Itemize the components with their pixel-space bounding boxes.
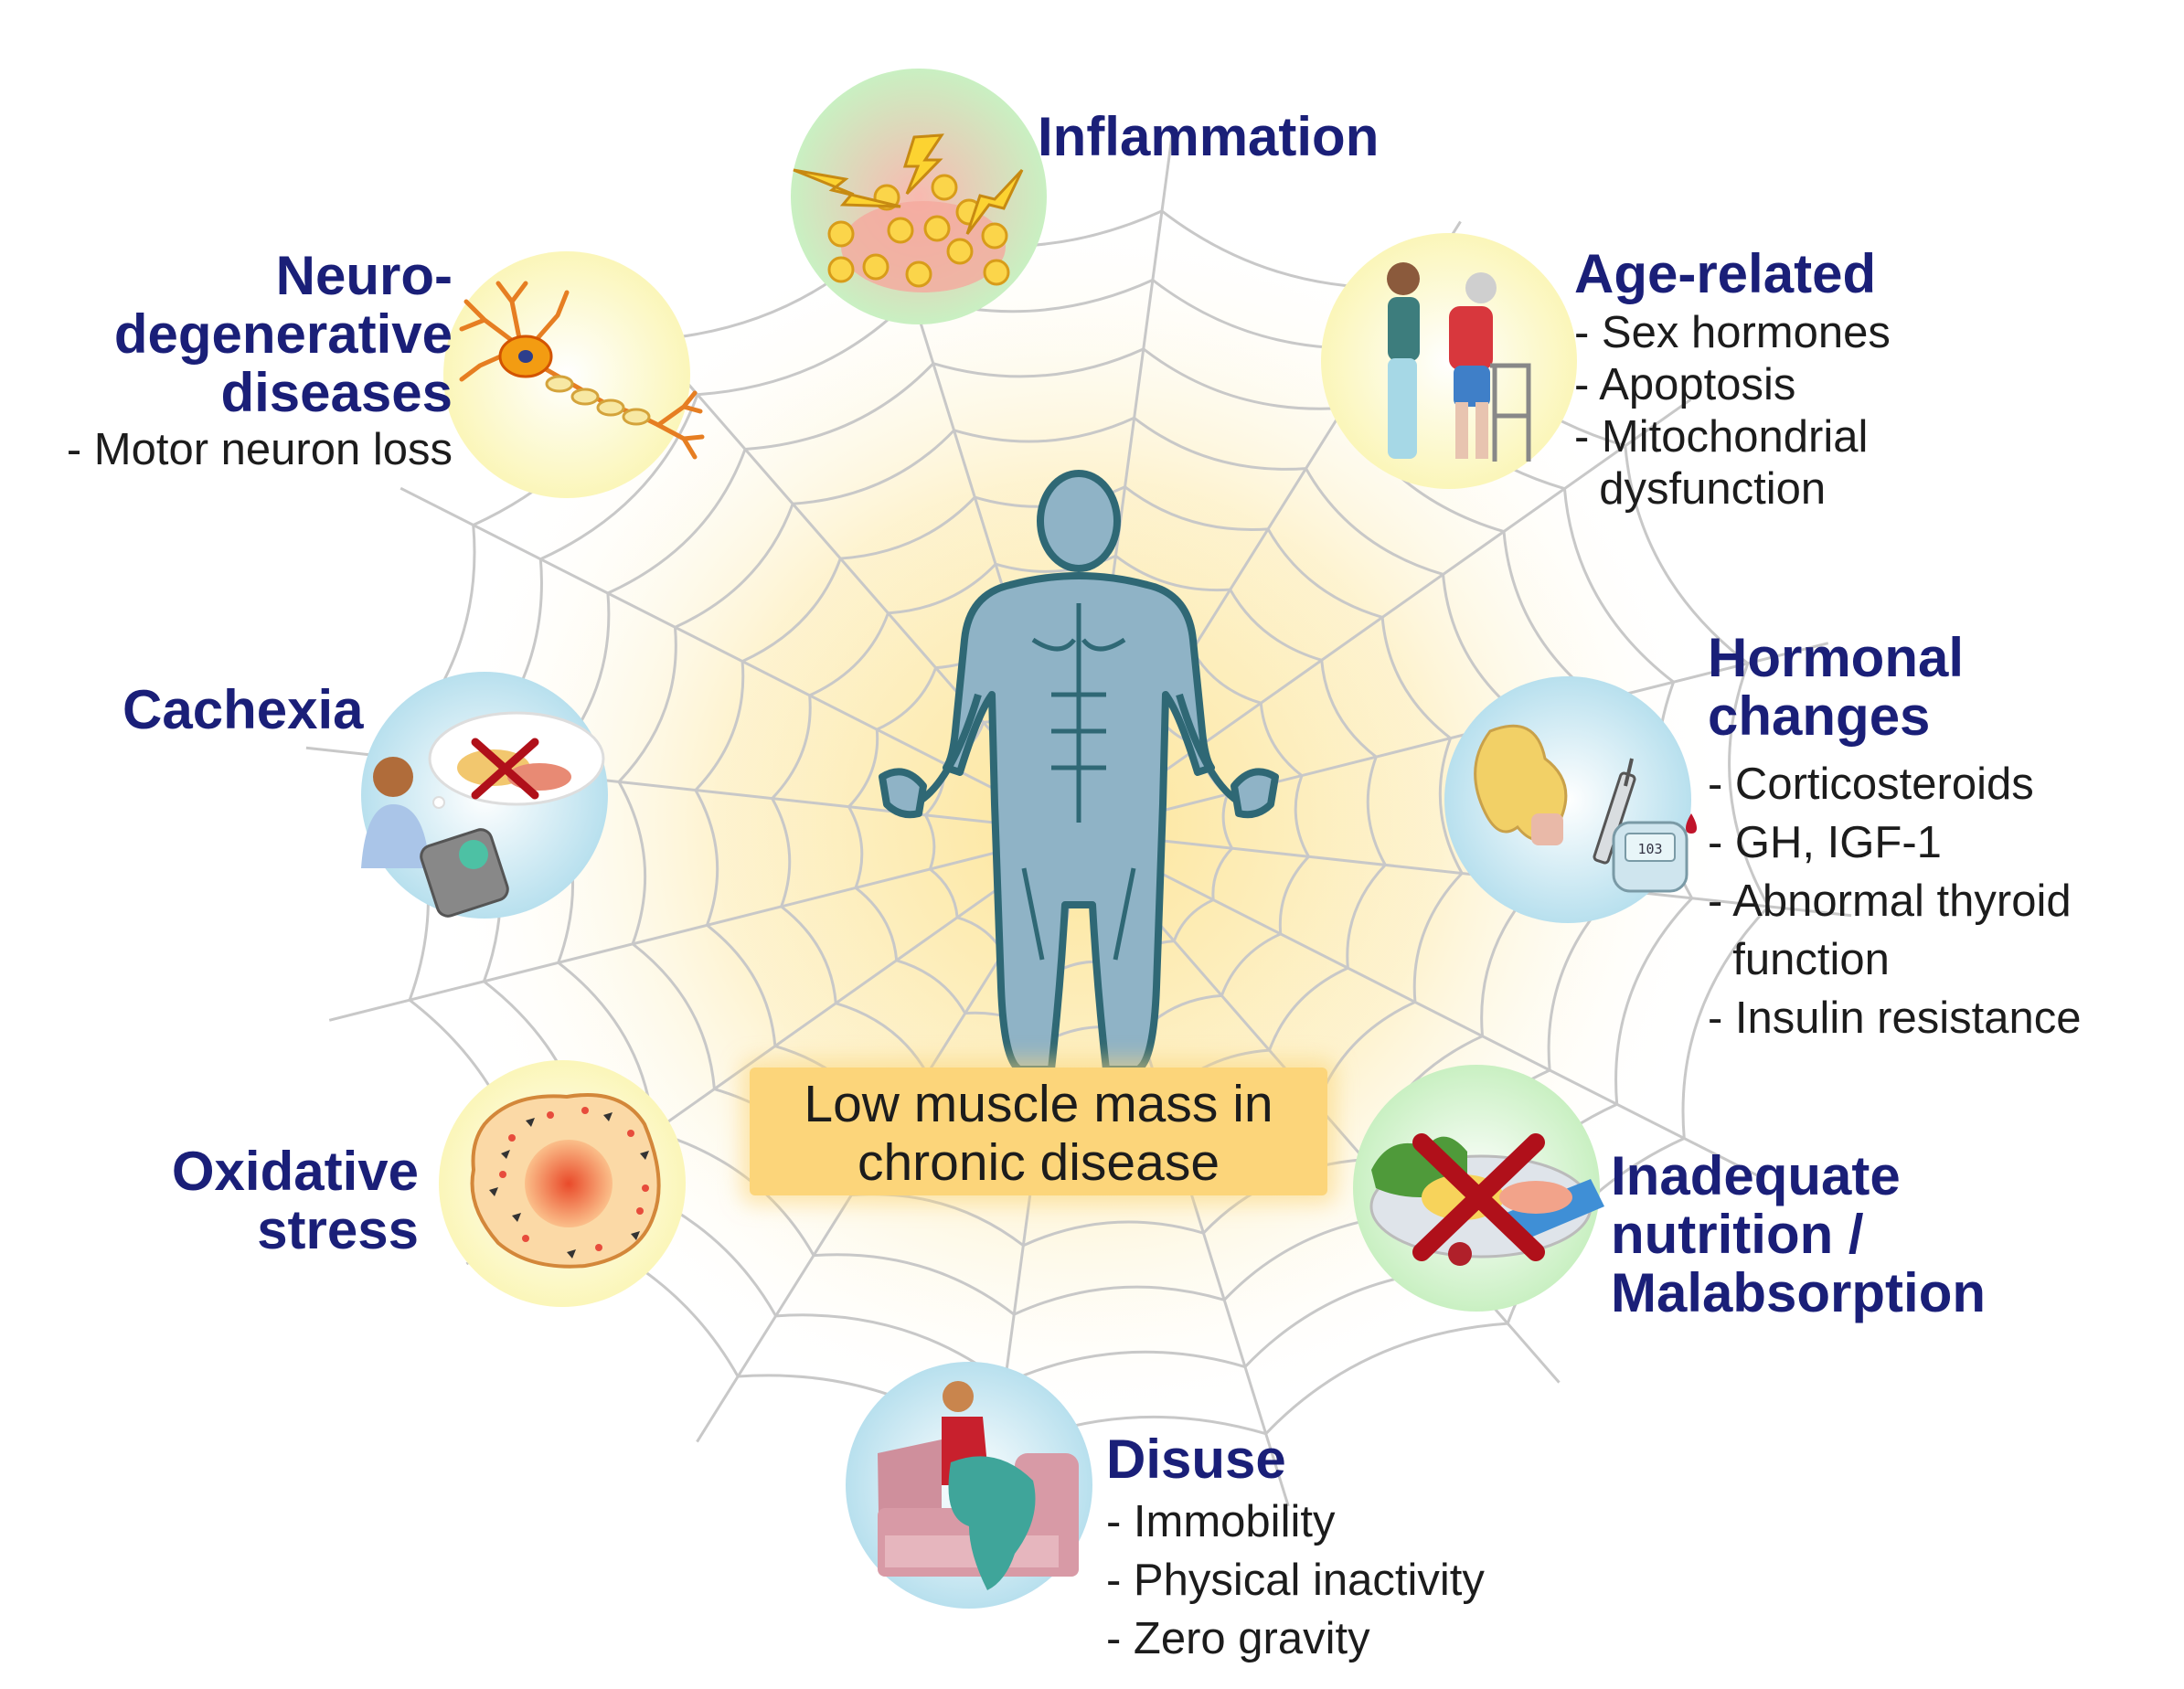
- label-age-related: Age-related - Sex hormones - Apoptosis -…: [1574, 245, 1891, 515]
- factor-items: - Corticosteroids - GH, IGF-1 - Abnormal…: [1708, 755, 2082, 1047]
- oxidative-stress-illustration: [439, 1060, 686, 1307]
- web-spoke: [400, 486, 1080, 834]
- label-cachexia: Cachexia: [123, 681, 364, 739]
- label-hormonal: Hormonal changes - Corticosteroids - GH,…: [1708, 629, 2082, 1047]
- lightning-bolt-icon: [793, 133, 1024, 235]
- weight-scale-icon: [420, 828, 509, 918]
- list-item: - Motor neuron loss: [66, 425, 453, 474]
- list-item: - Abnormal thyroid: [1708, 876, 2072, 926]
- center-label-box: Low muscle mass in chronic disease: [750, 1068, 1327, 1195]
- factor-title: Disuse: [1106, 1429, 1286, 1490]
- list-item: - Zero gravity: [1106, 1614, 1370, 1663]
- factor-items: - Immobility - Physical inactivity - Zer…: [1106, 1492, 1485, 1668]
- list-item: - Physical inactivity: [1106, 1556, 1485, 1605]
- label-disuse: Disuse - Immobility - Physical inactivit…: [1106, 1430, 1485, 1668]
- center-label-line: Low muscle mass in: [804, 1075, 1273, 1133]
- web-spoke: [1078, 398, 1692, 834]
- web-ring: [617, 416, 1540, 1248]
- label-neurodegenerative: Neuro- degenerative diseases - Motor neu…: [18, 247, 453, 476]
- center-label-line: chronic disease: [857, 1133, 1220, 1192]
- neurodegenerative-illustration: [443, 251, 705, 498]
- cachexia-illustration: [361, 672, 608, 919]
- thyroid-icon: [1474, 724, 1568, 845]
- web-spoke: [1078, 830, 1758, 1177]
- list-item: - Corticosteroids: [1708, 760, 2034, 809]
- factor-items: - Motor neuron loss: [18, 424, 453, 476]
- list-item: - Sex hormones: [1574, 308, 1891, 357]
- factor-title: Hormonal changes: [1708, 627, 1965, 747]
- red-cross-icon: [1412, 1133, 1545, 1261]
- hormonal-illustration: 103: [1444, 676, 1697, 923]
- list-item: function: [1708, 935, 1890, 984]
- age-related-illustration: [1321, 233, 1577, 489]
- factor-title: Inadequate nutrition / Malabsorption: [1611, 1145, 1987, 1323]
- factor-title: Oxidative stress: [171, 1141, 419, 1260]
- nutrition-illustration: [1353, 1065, 1604, 1312]
- factor-title: Neuro- degenerative diseases: [113, 245, 453, 423]
- factor-title: Inflammation: [1038, 106, 1380, 167]
- label-oxidative-stress: Oxidative stress: [91, 1142, 419, 1259]
- age-related-circle: [1321, 233, 1577, 489]
- list-item: - Immobility: [1106, 1497, 1336, 1546]
- label-nutrition: Inadequate nutrition / Malabsorption: [1611, 1147, 1986, 1323]
- glucometer-reading: 103: [1637, 841, 1662, 857]
- list-item: - Apoptosis: [1574, 360, 1796, 409]
- factor-title: Age-related: [1574, 243, 1877, 304]
- disuse-illustration: [846, 1362, 1092, 1609]
- syringe-icon: [1593, 758, 1636, 865]
- list-item: dysfunction: [1574, 464, 1827, 514]
- list-item: - Insulin resistance: [1708, 993, 2082, 1043]
- web-spoke: [1078, 830, 1852, 918]
- thought-bubble-icon: [428, 711, 605, 809]
- human-body-figure: [879, 470, 1279, 1073]
- factor-title: Cachexia: [123, 679, 364, 740]
- inflammation-illustration: [791, 69, 1047, 324]
- glucometer-icon: 103: [1612, 813, 1697, 893]
- blanket-icon: [948, 1456, 1036, 1590]
- web-spoke: [1078, 642, 1829, 834]
- label-inflammation: Inflammation: [1038, 108, 1379, 166]
- web-ring: [847, 622, 1310, 1041]
- neurodegenerative-circle: [443, 251, 690, 498]
- list-item: - GH, IGF-1: [1708, 818, 1942, 867]
- walker-icon: [1490, 363, 1531, 462]
- web-spoke: [328, 830, 1080, 1022]
- list-item: - Mitochondrial: [1574, 412, 1869, 462]
- factor-items: - Sex hormones - Apoptosis - Mitochondri…: [1574, 307, 1891, 515]
